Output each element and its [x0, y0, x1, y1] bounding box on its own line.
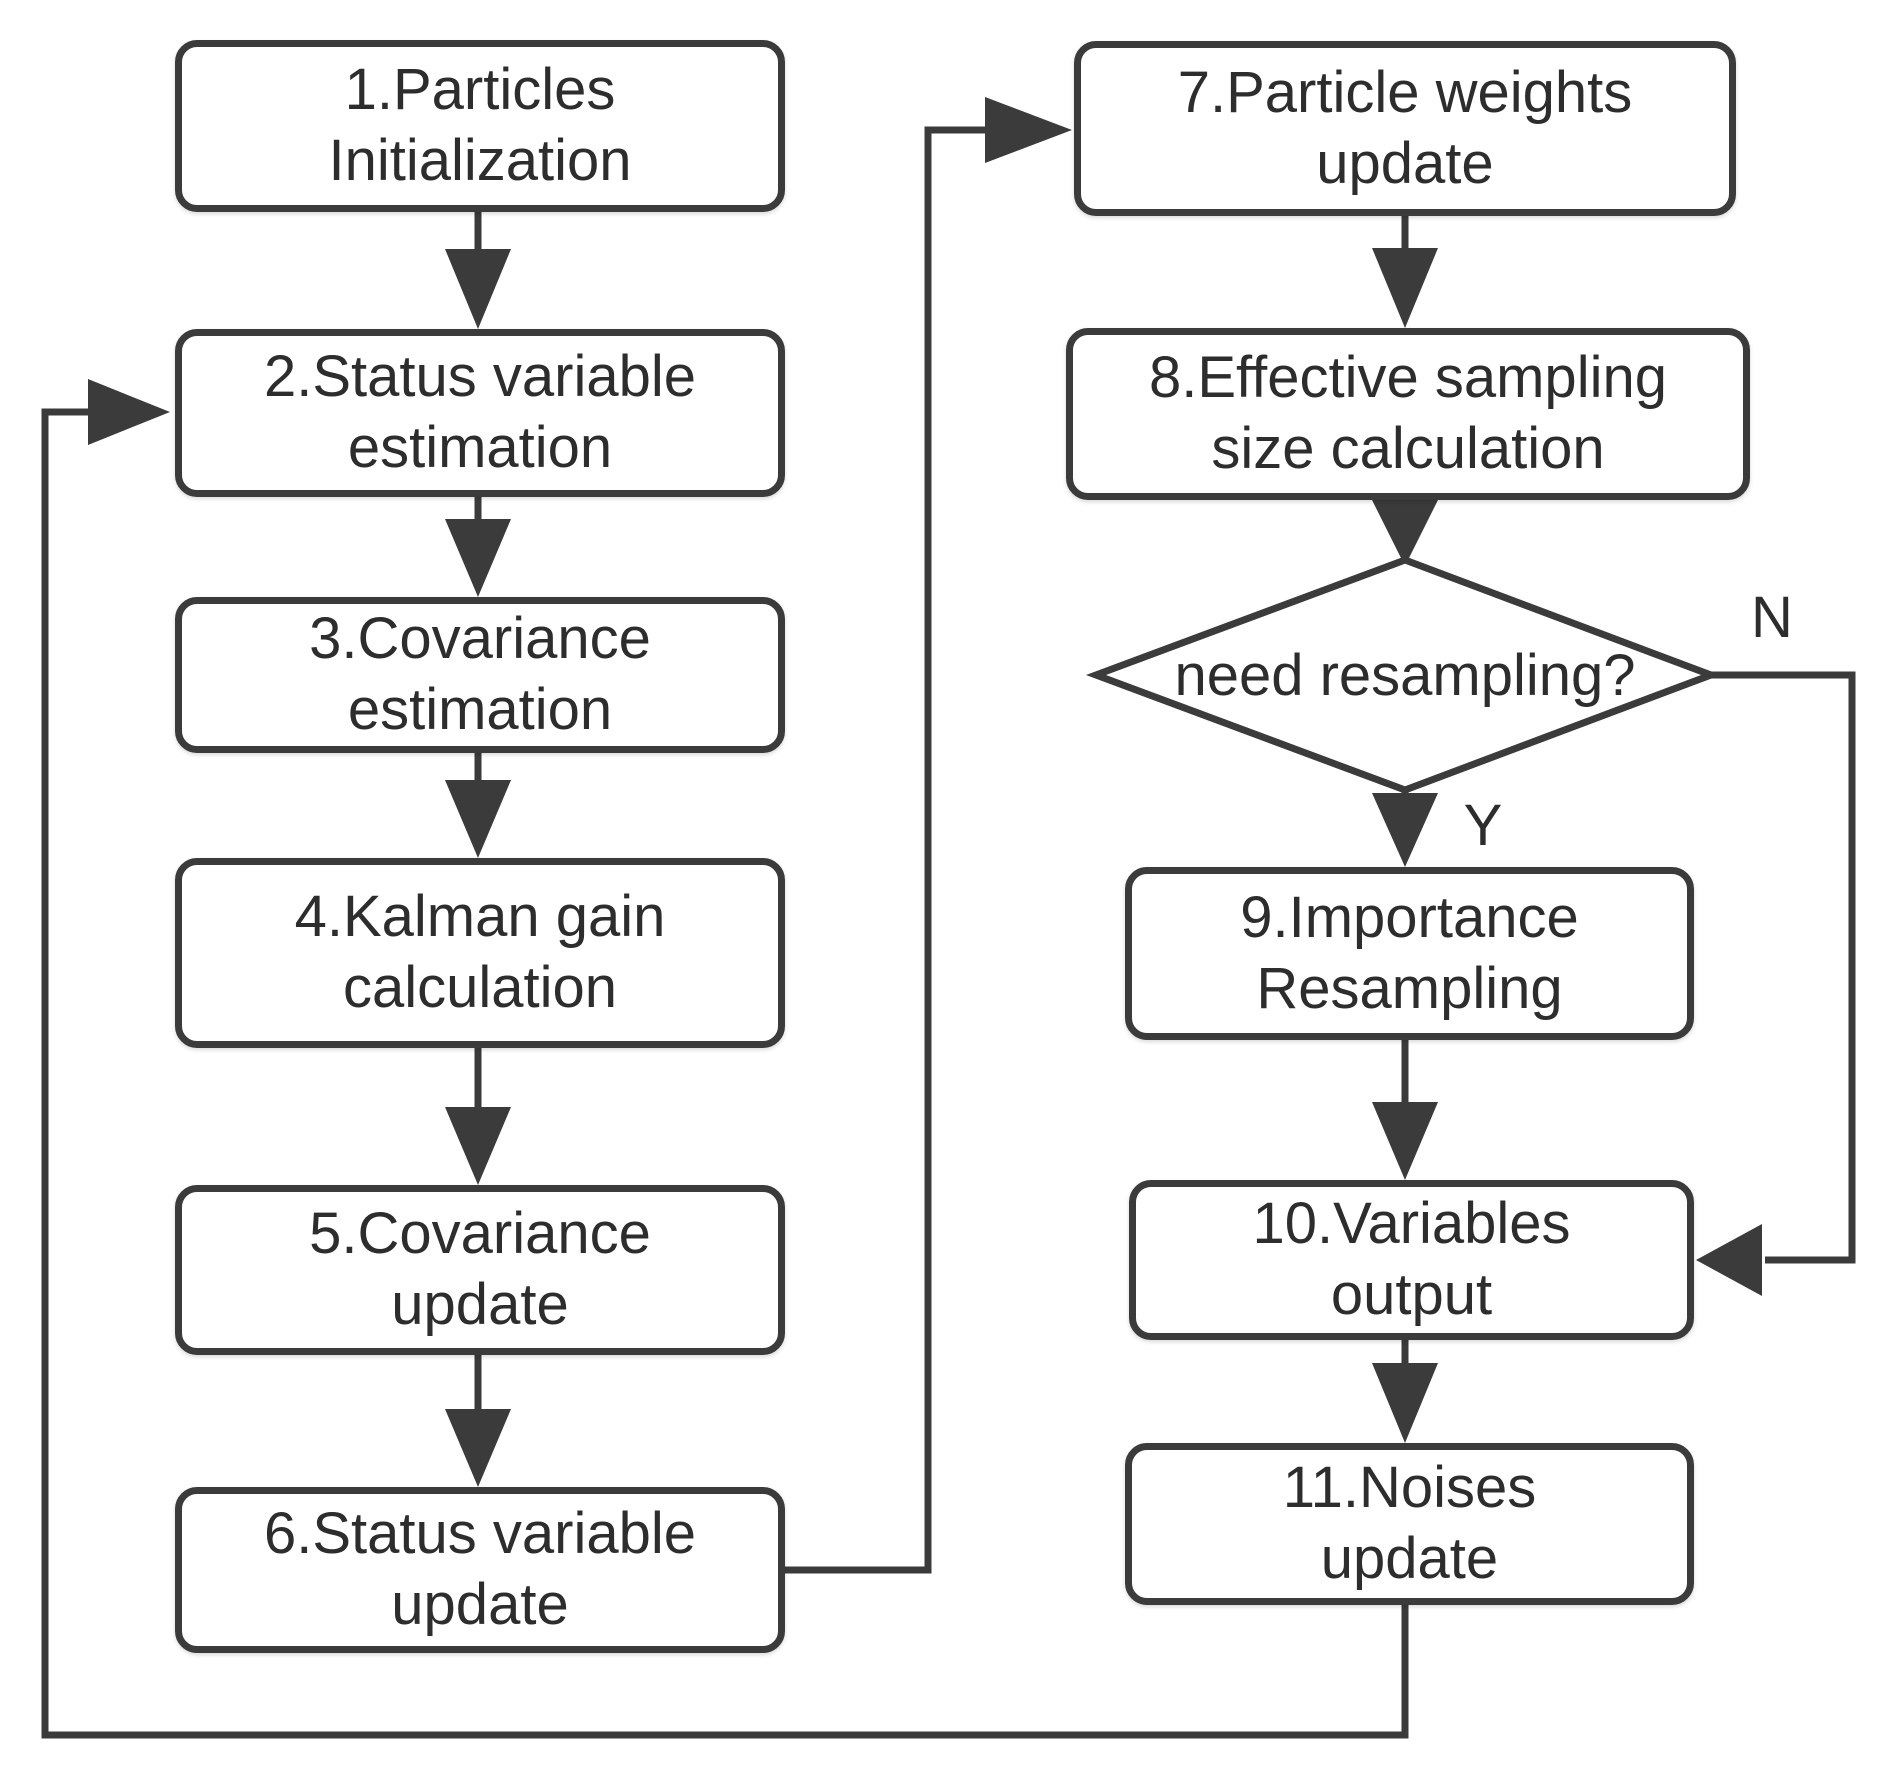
node-4-kalman-gain-calculation: 4.Kalman gain calculation [175, 858, 785, 1048]
yes-branch-label: Y [1463, 792, 1503, 858]
node-6-status-variable-update: 6.Status variable update [175, 1487, 785, 1653]
arrow-9-to-10-head [1372, 1102, 1438, 1180]
node-8-effective-sampling-size: 8.Effective sampling size calculation [1066, 328, 1750, 500]
node-11-noises-update: 11.Noises update [1125, 1443, 1694, 1605]
feedback-loop-head [88, 379, 170, 445]
no-branch-line [1711, 671, 1856, 1264]
arrow-10-to-11-head [1372, 1363, 1438, 1443]
no-branch-head [1696, 1224, 1762, 1296]
node-1-particles-initialization: 1.Particles Initialization [175, 40, 785, 212]
yes-branch-head [1372, 793, 1438, 867]
arrow-7-to-8-head [1372, 248, 1438, 328]
arrow-3-to-4-head [445, 780, 511, 858]
node-9-importance-resampling: 9.Importance Resampling [1125, 867, 1694, 1040]
arrow-2-to-3-head [445, 519, 511, 597]
node-2-status-variable-estimation: 2.Status variable estimation [175, 329, 785, 497]
arrow-4-to-5-head [445, 1107, 511, 1185]
node-7-particle-weights-update: 7.Particle weights update [1074, 41, 1736, 216]
node-5-covariance-update: 5.Covariance update [175, 1185, 785, 1355]
arrow-5-to-6-head [445, 1409, 511, 1487]
arrow-1-to-2-head [445, 249, 511, 329]
decision-diamond-label: need resampling? [1174, 642, 1636, 708]
no-branch-label: N [1751, 584, 1793, 650]
arrow-8-to-decision-head [1372, 500, 1438, 566]
node-10-variables-output: 10.Variables output [1129, 1180, 1694, 1340]
connector-6-to-7-line [785, 126, 985, 1574]
feedback-loop-line [41, 408, 1409, 1739]
node-3-covariance-estimation: 3.Covariance estimation [175, 597, 785, 753]
connector-6-to-7-head [985, 97, 1072, 163]
